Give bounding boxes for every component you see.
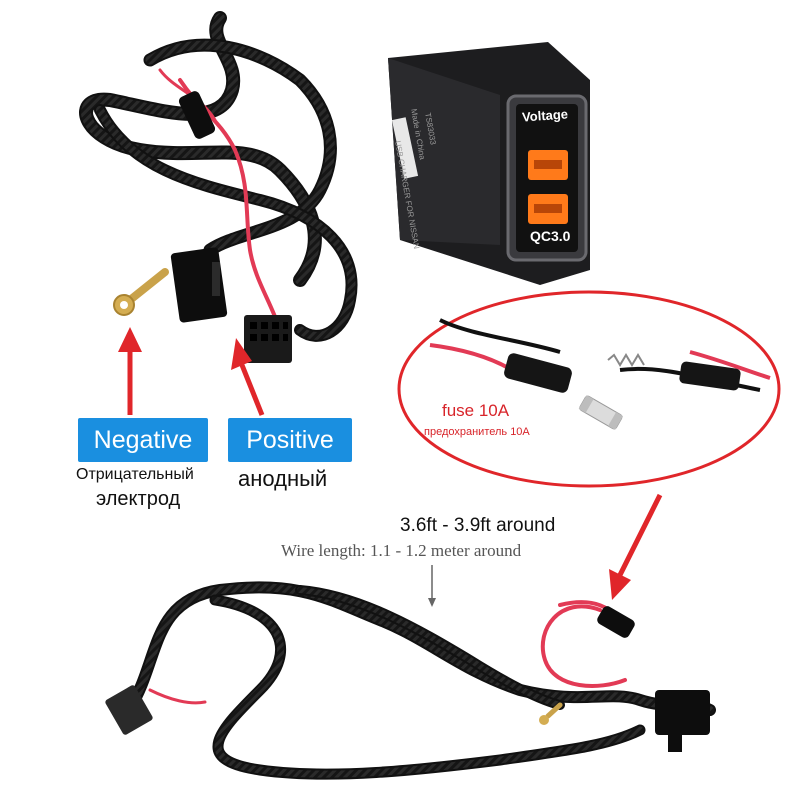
glass-fuse [578,395,624,430]
wire-length-meters: Wire length: 1.1 - 1.2 meter around [281,541,522,560]
fuse-callout-ellipse [397,290,781,488]
negative-badge: Negative [78,418,208,462]
length-pointer-arrow [428,565,436,607]
negative-ru-line1: Отрицательный [76,466,194,483]
red-arrows [118,327,663,600]
usb-socket-module [388,42,590,285]
positive-badge: Positive [228,418,352,462]
positive-ru: анодный [238,466,328,491]
wire-length-feet: 3.6ft - 3.9ft around [400,515,556,536]
display-voltage-label: Voltage [521,106,569,125]
negative-ru-line2: электрод [96,488,181,510]
coiled-harness-top [79,11,358,363]
fuse-subtitle-ru: предохранитель 10А [424,426,530,438]
harness-bottom [105,581,716,780]
display-qc-label: QC3.0 [530,228,571,244]
fuse-title: fuse 10A [442,401,510,420]
